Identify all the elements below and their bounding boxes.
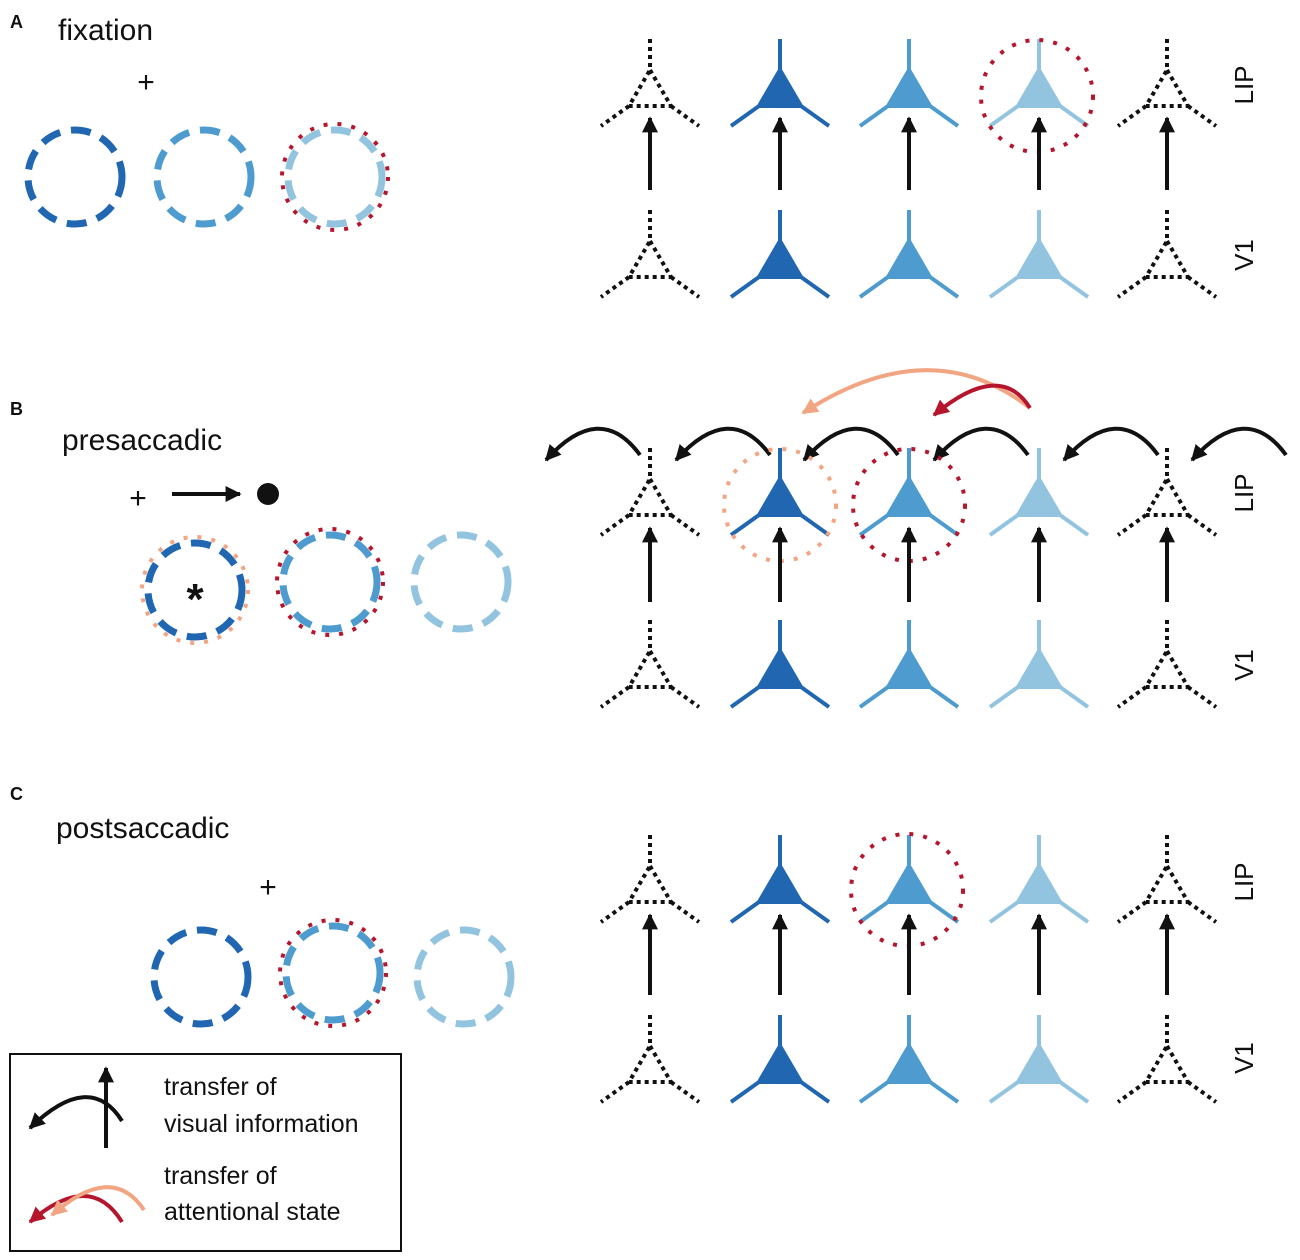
neuron-lip-2 [729,835,831,924]
area-label-v1: V1 [1229,649,1259,681]
neuron-v1-5 [1116,1015,1218,1104]
v1-row-a [599,210,1218,299]
neuron-lip-5 [1116,39,1218,128]
attention-ring-red [278,918,388,1028]
receptive-field-light [284,126,386,228]
legend-box [9,1053,402,1252]
lip-row-c [599,832,1218,948]
neuron-v1-5 [1116,210,1218,299]
lateral-transfer-arrow [1190,426,1288,462]
attention-ring-orange [140,535,250,645]
neuron-lip-1 [599,835,701,924]
receptive-field-dark [24,126,126,228]
legend-attention-arrow-red [28,1194,124,1224]
area-label-lip: LIP [1229,65,1259,104]
neuron-lip-1 [599,39,701,128]
neuron-v1-4 [988,210,1090,299]
receptive-field-mid [153,126,255,228]
neuron-v1-2 [729,1015,831,1104]
attention-transfer-arrow-red [932,383,1032,417]
neuron-lip-5 [1116,448,1218,537]
panel-a: A fixation + [10,12,1259,299]
lateral-transfer-arrow [802,426,900,462]
attention-transfer-arrow-orange [801,368,1032,415]
panel-b-condition: presaccadic [62,424,222,457]
neuron-lip-1 [599,448,701,537]
receptive-field-light [410,531,512,633]
neuron-v1-3 [858,1015,960,1104]
area-label-lip: LIP [1229,862,1259,901]
receptive-fields-c [150,918,515,1028]
neuron-v1-3 [858,620,960,709]
neuron-v1-3 [858,210,960,299]
neuron-v1-1 [599,1015,701,1104]
neuron-v1-2 [729,210,831,299]
panel-c: C postsaccadic + [10,784,1259,1104]
legend-visual-line1: transfer of [164,1073,277,1101]
neuron-lip-2 [729,448,831,537]
lateral-transfer-arrow [544,426,642,462]
neuron-lip-5 [1116,835,1218,924]
area-label-v1: V1 [1229,239,1259,271]
lateral-transfer-arrow [932,426,1030,462]
neuron-lip-4 [988,835,1090,924]
panel-b: B presaccadic + * [10,368,1288,709]
neuron-v1-4 [988,620,1090,709]
lateral-transfer-arrow [674,426,772,462]
attention-ring-red [280,122,390,232]
receptive-field-mid [282,922,384,1024]
panel-b-letter: B [10,399,23,419]
legend: transfer of visual information transfer … [9,1053,402,1252]
feedforward-arrows-b [642,526,1175,602]
legend-visual-line2: visual information [164,1110,359,1138]
fixation-cross: + [259,871,277,904]
receptive-field-dark [150,926,252,1028]
feedforward-arrows-a [642,116,1175,190]
area-label-v1: V1 [1229,1042,1259,1074]
neuron-lip-3 [858,448,960,537]
legend-attention-line1: transfer of [164,1162,277,1190]
neuron-lip-4 [988,448,1090,537]
panel-c-letter: C [10,784,23,804]
lateral-transfer-arrow [1062,426,1160,462]
neuron-lip-2 [729,39,831,128]
v1-row-b [599,620,1218,709]
fixation-cross: + [129,482,147,515]
area-label-lip: LIP [1229,473,1259,512]
lip-row-a [599,38,1218,154]
receptive-field-dark [144,539,246,641]
attention-ring-red [275,527,385,637]
panel-a-letter: A [10,12,23,32]
neuron-v1-4 [988,1015,1090,1104]
legend-attention-arrow-orange [50,1185,146,1217]
receptive-fields-a [24,122,390,232]
panel-c-condition: postsaccadic [56,812,229,845]
receptive-fields-b: * [140,527,512,645]
fixation-cross: + [137,66,155,99]
feedforward-arrows-c [642,913,1175,995]
neuron-v1-2 [729,620,831,709]
neuron-v1-1 [599,210,701,299]
neuron-lip-4 [988,39,1090,128]
legend-lateral-arrow [28,1095,124,1130]
receptive-field-light [413,926,515,1028]
legend-attention-line2: attentional state [164,1198,341,1226]
panel-a-condition: fixation [58,14,153,47]
neuron-lip-3 [858,39,960,128]
receptive-field-mid [279,531,381,633]
attention-remap-arrows [801,368,1032,417]
neuron-v1-5 [1116,620,1218,709]
saccade-target-dot [257,483,279,505]
v1-row-c [599,1015,1218,1104]
neuron-lip-3 [858,835,960,924]
lateral-arrows-b [544,426,1288,462]
asterisk-marker: * [186,575,204,624]
neuron-v1-1 [599,620,701,709]
